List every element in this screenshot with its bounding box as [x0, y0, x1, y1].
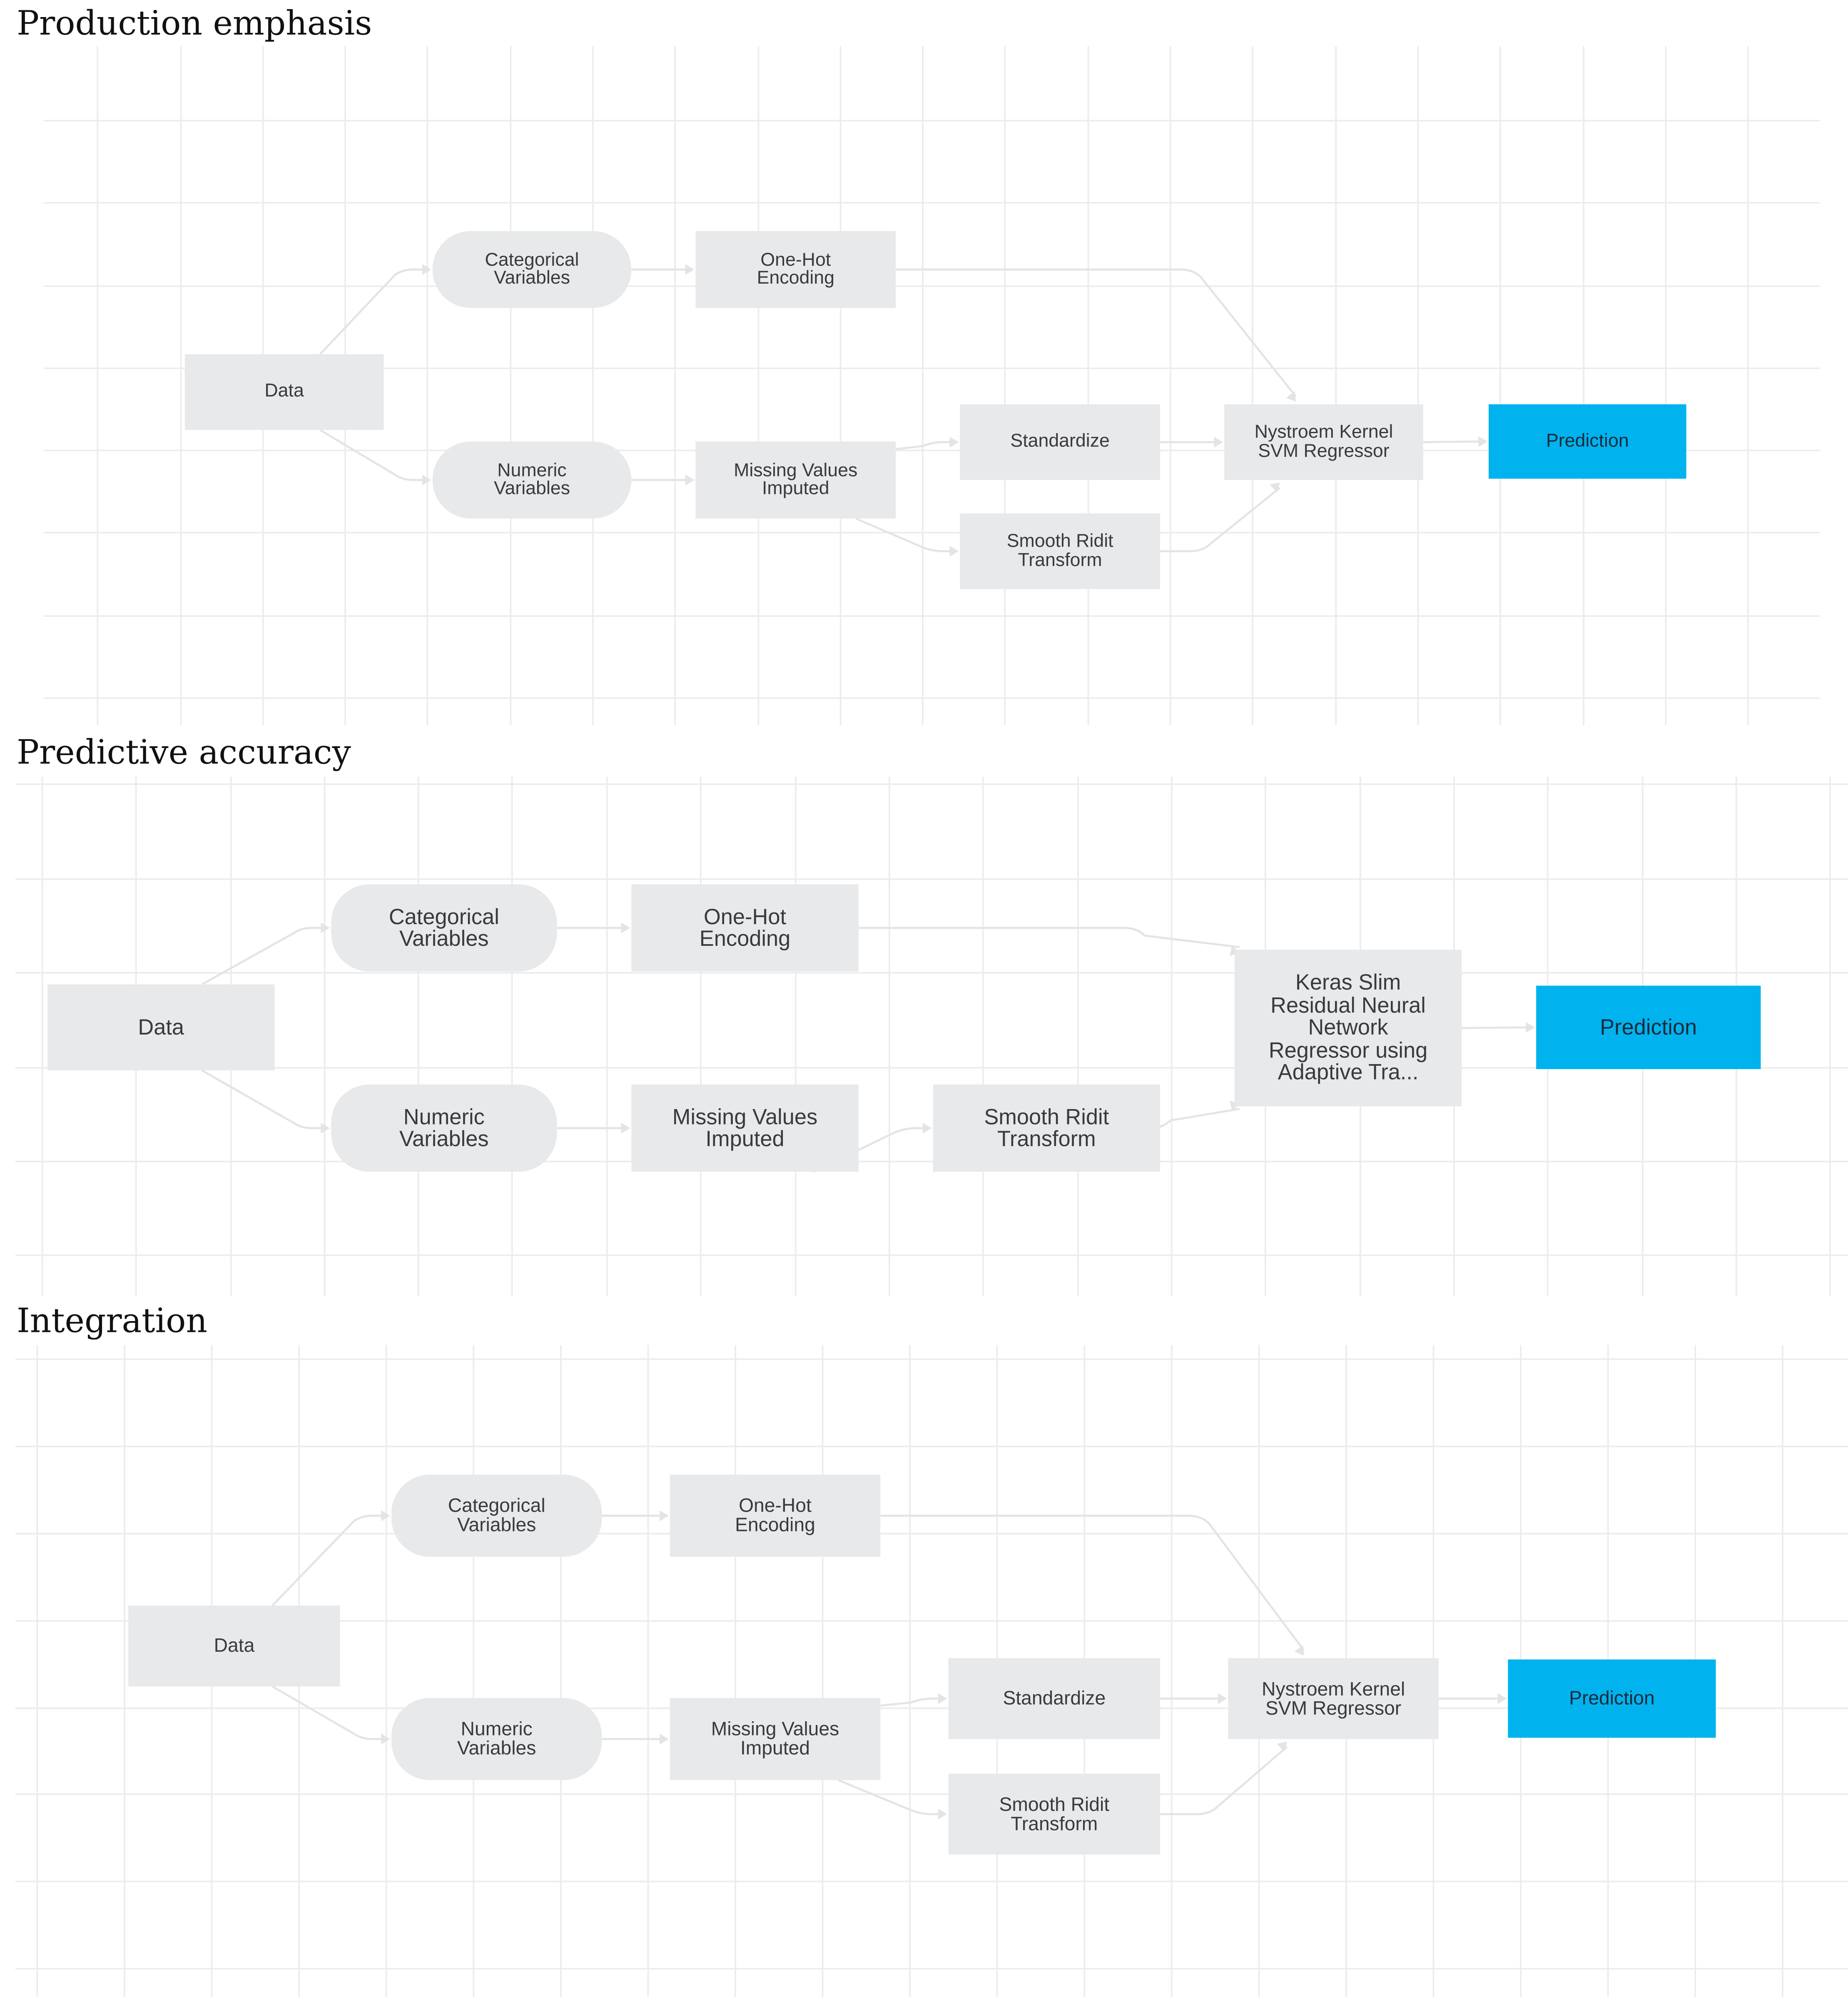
- edge-missing-standardize: [880, 1698, 939, 1707]
- arrowhead: [1526, 1022, 1535, 1033]
- edge-missing-ridit: [855, 517, 951, 553]
- edge-data-num: [201, 1069, 322, 1129]
- arrowhead: [621, 922, 630, 933]
- node-nystroem-kernel-svm-regressor[interactable]: Nystroem Kernel SVM Regressor: [1224, 404, 1423, 480]
- node-data[interactable]: Data: [184, 354, 384, 430]
- edge-missing-standardize: [895, 441, 951, 451]
- node-numeric-variables[interactable]: Numeric Variables: [331, 1084, 557, 1172]
- node-numeric-variables[interactable]: Numeric Variables: [391, 1698, 602, 1780]
- edge-data-cat: [271, 1514, 383, 1606]
- edge-missing-ridit: [812, 1127, 924, 1173]
- arrowhead: [321, 922, 330, 933]
- node-one-hot-encoding[interactable]: One-Hot Encoding: [670, 1474, 881, 1557]
- diagram-production-emphasis: Data Categorical Variables Numeric Varia…: [0, 0, 1848, 732]
- node-categorical-variables[interactable]: Categorical Variables: [331, 884, 557, 972]
- arrowhead: [660, 1510, 669, 1521]
- node-standardize[interactable]: Standardize: [948, 1658, 1161, 1739]
- edge-ridit-model: [1160, 487, 1281, 553]
- node-numeric-variables[interactable]: Numeric Variables: [432, 441, 632, 519]
- node-missing-values-imputed[interactable]: Missing Values Imputed: [631, 1084, 859, 1172]
- edge-model-prediction: [1423, 440, 1480, 444]
- arrowhead: [949, 546, 959, 557]
- arrowhead: [381, 1510, 390, 1521]
- node-smooth-ridit-transform[interactable]: Smooth Ridit Transform: [933, 1084, 1161, 1172]
- arrowhead: [922, 1122, 932, 1134]
- arrowhead: [949, 436, 959, 448]
- node-missing-values-imputed[interactable]: Missing Values Imputed: [670, 1698, 881, 1780]
- arrowhead: [422, 264, 431, 275]
- node-one-hot-encoding[interactable]: One-Hot Encoding: [695, 231, 896, 308]
- arrowhead: [1270, 482, 1280, 493]
- node-missing-values-imputed[interactable]: Missing Values Imputed: [695, 441, 896, 519]
- node-nystroem-kernel-svm-regressor[interactable]: Nystroem Kernel SVM Regressor: [1228, 1658, 1439, 1739]
- edges: [271, 1510, 1507, 1820]
- node-data[interactable]: Data: [47, 984, 275, 1071]
- diagram-predictive-accuracy: Data Categorical Variables Numeric Varia…: [15, 776, 1848, 1296]
- edge-model-prediction: [1462, 1026, 1527, 1029]
- arrowhead: [1294, 1645, 1304, 1656]
- edges: [319, 264, 1487, 557]
- arrowhead: [685, 474, 695, 486]
- arrowhead: [1497, 1693, 1507, 1704]
- node-prediction[interactable]: Prediction: [1508, 1659, 1716, 1738]
- edge-data-num: [271, 1685, 383, 1740]
- arrowhead: [621, 1122, 630, 1134]
- node-categorical-variables[interactable]: Categorical Variables: [391, 1474, 602, 1557]
- edge-data-cat: [201, 927, 322, 985]
- arrowhead: [1286, 391, 1296, 402]
- edge-onehot-model: [858, 927, 1240, 948]
- arrowhead: [938, 1808, 947, 1820]
- arrowhead: [1214, 436, 1223, 448]
- arrowhead: [660, 1733, 669, 1745]
- edge-data-cat: [319, 268, 424, 355]
- diagram-title-production-emphasis: Production emphasis: [17, 5, 372, 44]
- arrowhead: [1478, 436, 1487, 447]
- arrowhead: [422, 474, 431, 486]
- arrowhead: [1277, 1741, 1287, 1752]
- node-prediction[interactable]: Prediction: [1536, 985, 1761, 1069]
- node-one-hot-encoding[interactable]: One-Hot Encoding: [631, 884, 859, 972]
- node-standardize[interactable]: Standardize: [960, 404, 1161, 480]
- node-prediction[interactable]: Prediction: [1489, 404, 1686, 479]
- edge-onehot-model: [896, 268, 1297, 397]
- node-smooth-ridit-transform[interactable]: Smooth Ridit Transform: [960, 513, 1161, 589]
- arrowhead: [938, 1693, 947, 1704]
- arrowhead: [321, 1122, 330, 1134]
- diagram-title-integration: Integration: [17, 1302, 208, 1341]
- arrowhead: [381, 1733, 390, 1745]
- node-categorical-variables[interactable]: Categorical Variables: [432, 231, 632, 308]
- node-smooth-ridit-transform[interactable]: Smooth Ridit Transform: [948, 1773, 1161, 1855]
- node-data[interactable]: Data: [128, 1606, 340, 1687]
- edge-ridit-model: [1160, 1746, 1288, 1815]
- diagram-title-predictive-accuracy: Predictive accuracy: [17, 734, 351, 773]
- edge-data-num: [319, 429, 424, 481]
- arrowhead: [1218, 1693, 1227, 1704]
- edge-onehot-model: [880, 1514, 1305, 1651]
- arrowhead: [685, 264, 695, 275]
- node-keras-slim-residual-neural-network[interactable]: Keras Slim Residual Neural Network Regre…: [1234, 950, 1462, 1107]
- edge-missing-ridit: [838, 1779, 939, 1815]
